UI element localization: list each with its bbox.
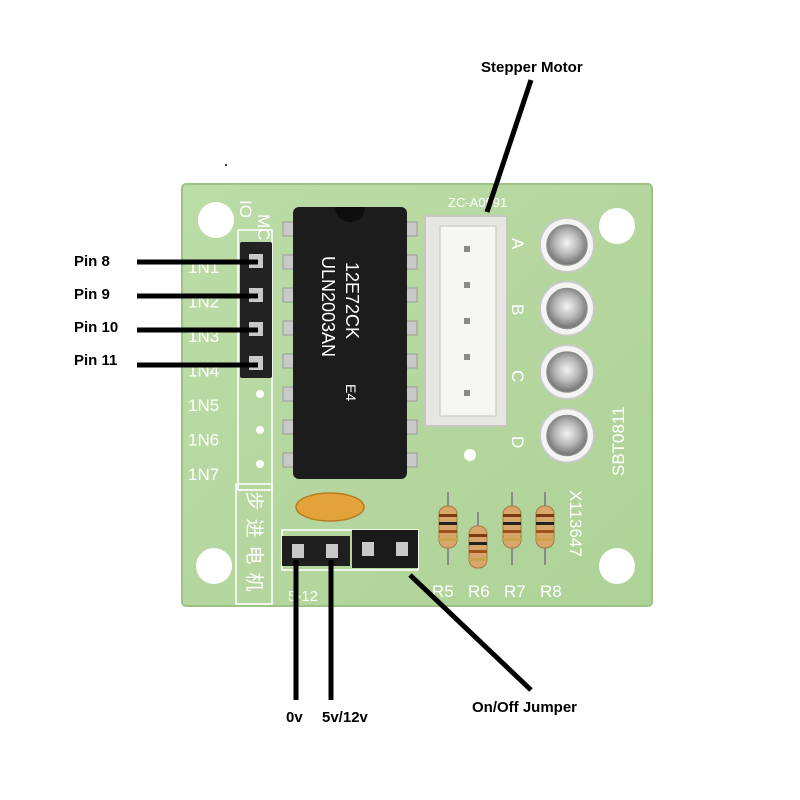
- status-leds: [539, 217, 595, 464]
- chinese-char-3: 电: [243, 545, 265, 564]
- led-label-c: C: [508, 370, 527, 382]
- label-stepper-motor: Stepper Motor: [481, 59, 583, 76]
- resistor-label-r8: R8: [540, 582, 562, 601]
- resistor: [535, 505, 555, 549]
- chip-label-part: ULN2003AN: [318, 256, 338, 357]
- connector-pin: [464, 390, 470, 396]
- silk-power-label: 5-12: [288, 588, 318, 605]
- resistor-array: [438, 492, 555, 569]
- mount-hole-top-left: [198, 202, 234, 238]
- connector-pin: [464, 246, 470, 252]
- connector-pin: [464, 282, 470, 288]
- resistor: [502, 505, 522, 549]
- label-pin-9: Pin 9: [74, 286, 110, 303]
- mount-hole-top-right: [599, 208, 635, 244]
- dot-mark: [225, 164, 227, 166]
- resistor: [438, 505, 458, 549]
- silk-board-code: SBT0811: [609, 406, 628, 476]
- via-dot: [256, 426, 264, 434]
- chinese-char-1: 步: [243, 491, 265, 510]
- led-b: [546, 287, 588, 330]
- led-label-b: B: [508, 304, 527, 315]
- input-label-6: 1N6: [188, 431, 219, 450]
- chip-label-rev: E4: [343, 384, 359, 401]
- power-header: [282, 536, 350, 566]
- silk-io-label: IO: [236, 200, 255, 218]
- label-pin-10: Pin 10: [74, 319, 119, 336]
- resistor-label-r5: R5: [432, 582, 454, 601]
- connector-pin: [464, 318, 470, 324]
- resistor-label-r7: R7: [504, 582, 526, 601]
- mount-hole-bottom-left: [196, 548, 232, 584]
- silk-chinese-box: [235, 483, 273, 605]
- silk-resistor-labels: R5 R6 R7 R8: [432, 582, 562, 601]
- silk-connector-code: ZC-A0591: [448, 195, 507, 210]
- led-c: [546, 351, 588, 393]
- label-pin-11: Pin 11: [74, 352, 118, 369]
- resistor: [468, 525, 488, 569]
- uln2003-chip: ULN2003AN 12E72CK E4: [282, 207, 418, 479]
- led-d: [546, 414, 588, 457]
- led-label-d: D: [508, 436, 527, 448]
- on-off-jumper: [352, 530, 418, 568]
- led-a: [546, 224, 588, 266]
- led-label-a: A: [508, 238, 527, 250]
- callout-line-jumper: [408, 573, 533, 692]
- input-label-5: 1N5: [188, 396, 219, 415]
- stepper-connector: [424, 215, 508, 427]
- via-dot: [256, 390, 264, 398]
- chip-label-lot: 12E72CK: [342, 262, 362, 339]
- silk-side-code: X113647: [566, 490, 585, 557]
- label-5v-12v: 5v/12v: [322, 709, 368, 726]
- resistor-label-r6: R6: [468, 582, 490, 601]
- via-dot: [464, 449, 476, 461]
- capacitor: [295, 492, 365, 522]
- chinese-char-4: 机: [243, 572, 265, 591]
- label-on-off-jumper: On/Off Jumper: [472, 699, 578, 716]
- silk-led-labels: A B C D: [508, 238, 527, 448]
- chinese-char-2: 进: [243, 518, 265, 537]
- mount-hole-bottom-right: [599, 548, 635, 584]
- label-pin-8: Pin 8: [74, 253, 110, 270]
- callout-lines: [137, 79, 534, 700]
- input-label-7: 1N7: [188, 465, 219, 484]
- connector-pin: [464, 354, 470, 360]
- callout-line-stepper: [484, 79, 534, 213]
- via-dot: [256, 460, 264, 468]
- label-0v: 0v: [286, 709, 303, 726]
